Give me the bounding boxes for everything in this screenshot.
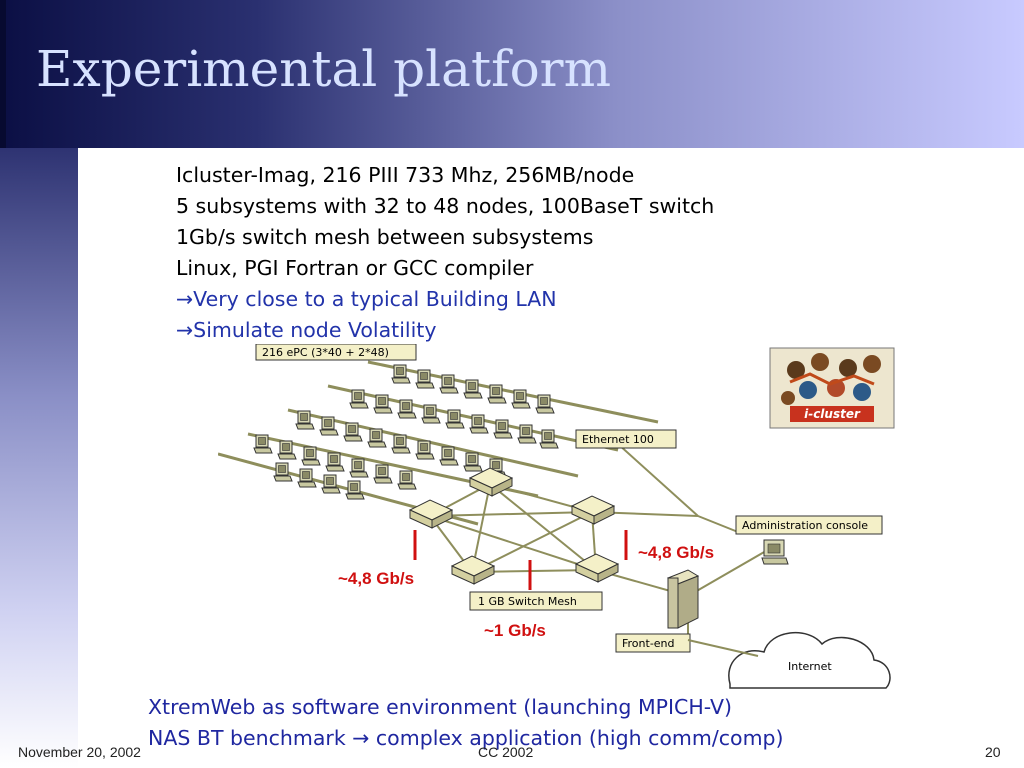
bullet-compiler: Linux, PGI Fortran or GCC compiler [176,256,534,280]
mesh-label: 1 GB Switch Mesh [478,595,577,608]
bullet-building-lan: →Very close to a typical Building LAN [176,287,557,311]
pc-count-label-box [255,344,417,361]
admin-console-icon [761,539,789,565]
ethernet-label-box [575,429,677,449]
slide-title: Experimental platform [36,40,611,98]
bottom-text: XtremWeb as software environment (launch… [148,692,784,754]
footer-page-number: 20 [985,744,1001,760]
bullet-switch-mesh: 1Gb/s switch mesh between subsystems [176,225,594,249]
bandwidth-center: ~1 Gb/s [484,621,546,640]
bullet-cluster: Icluster-Imag, 216 PIII 733 Mhz, 256MB/n… [176,163,635,187]
admin-label: Administration console [742,519,868,532]
bullet-list: Icluster-Imag, 216 PIII 733 Mhz, 256MB/n… [176,160,714,346]
frontend-label-box [615,633,691,653]
cluster-diagram: 216 ePC (3*40 + 2*48) [218,344,895,689]
bandwidth-markers [413,530,628,590]
internet-cloud [728,631,891,689]
ethernet-label: Ethernet 100 [582,433,654,446]
pc-count-label: 216 ePC (3*40 + 2*48) [262,346,389,359]
mesh-label-box [469,591,603,611]
internet-label: Internet [788,660,832,673]
logo-text: i-cluster [804,407,861,421]
switch-nodes [409,467,619,585]
title-band-edge [0,0,6,148]
footer-center: CC 2002 [478,744,534,760]
frontend-server-icon [666,569,700,629]
bottom-line-xtremweb: XtremWeb as software environment (launch… [148,695,732,719]
bullet-subsystems: 5 subsystems with 32 to 48 nodes, 100Bas… [176,194,715,218]
title-band [0,0,1024,148]
admin-label-box [735,515,883,535]
internet-link [687,639,759,657]
frontend-label: Front-end [622,637,675,650]
bottom-line-nas-bt: NAS BT benchmark → complex application (… [148,726,784,750]
bullet-volatility: →Simulate node Volatility [176,318,437,342]
bandwidth-right: ~4,8 Gb/s [638,543,714,562]
i-cluster-logo: i-cluster [769,347,895,429]
side-band [0,148,78,768]
bandwidth-left: ~4,8 Gb/s [338,569,414,588]
footer-date: November 20, 2002 [18,744,141,760]
